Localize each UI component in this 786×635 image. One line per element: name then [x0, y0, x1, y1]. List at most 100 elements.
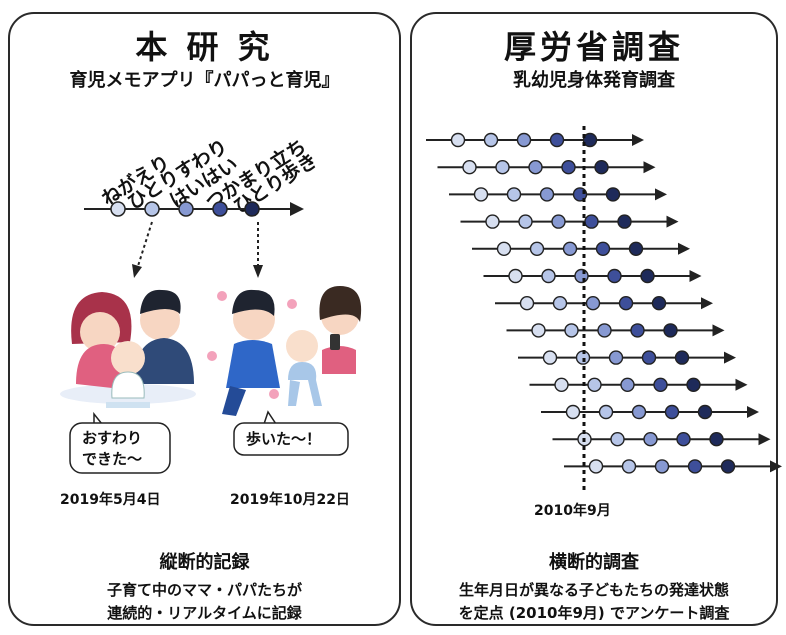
cohort-arrowhead	[689, 270, 702, 282]
cohort-milestone-dot	[594, 159, 609, 175]
cohort-milestone-dot	[450, 132, 466, 148]
cohort-milestone-dot	[643, 432, 658, 447]
cohort-milestone-dot	[564, 323, 579, 338]
cohort-milestone-dot	[473, 187, 489, 202]
cohort-milestone-dot	[608, 350, 624, 365]
milestone-dot-5	[244, 201, 260, 217]
cohort-milestone-dot	[565, 404, 581, 420]
cohort-milestone-dot	[531, 323, 546, 338]
left-method: 縦断的記録	[159, 552, 250, 573]
cohort-arrowhead	[747, 406, 759, 418]
cohort-milestone-dot	[552, 296, 568, 311]
cohort-milestone-dot	[628, 241, 644, 257]
cohort-milestone-dot	[508, 268, 523, 284]
cohort-milestone-dot	[631, 404, 647, 420]
cross-sectional-panel: 厚労省調査 乳幼児身体発育調査 2010年9月 横断的調査 生年月日が異なる子ど…	[410, 12, 782, 626]
date-2: 2019年10月22日	[230, 492, 350, 508]
cohort-milestone-dot	[496, 241, 512, 257]
bubble-2-tail	[262, 410, 278, 425]
cohort-milestone-dot	[607, 268, 622, 284]
dotted-arrow-1	[137, 221, 153, 267]
dotted-arrowhead-2	[253, 265, 263, 278]
right-title: 厚労省調査	[503, 28, 684, 66]
cohort-milestone-dot	[651, 296, 667, 311]
cohort-arrowhead	[758, 433, 771, 446]
cohort-milestone-dot	[687, 459, 703, 474]
family-illustration-2	[207, 286, 362, 416]
cohort-milestone-dot	[630, 323, 645, 338]
cohort-milestone-dot	[519, 296, 535, 311]
cohort-arrowhead	[770, 460, 782, 473]
cohort-arrowhead	[632, 134, 644, 146]
longitudinal-panel: 本 研 究 育児メモアプリ『パパっと育児』 ねがえり ひとりすわり はいはい つ…	[8, 12, 401, 626]
cohort-milestone-dot	[495, 159, 510, 175]
cohort-milestone-dot	[588, 459, 604, 474]
cohort-milestone-dot	[529, 241, 545, 257]
cohort-arrowhead	[735, 378, 748, 391]
reference-date-label: 2010年9月	[534, 503, 611, 519]
milestone-dot-1	[110, 201, 126, 217]
left-title: 本 研 究	[135, 28, 274, 66]
cohort-milestone-dot	[618, 296, 634, 311]
cohort-milestone-dot	[587, 377, 602, 392]
family-illustration-1	[60, 289, 196, 408]
cohort-milestone-dot	[561, 159, 576, 175]
cohort-milestone-dot	[554, 377, 569, 392]
milestone-dot-2	[144, 201, 160, 217]
cohort-milestone-dot	[598, 404, 614, 420]
cohort-milestone-dot	[462, 159, 477, 175]
milestone-dot-3	[178, 201, 194, 217]
cohort-milestone-dot	[664, 404, 680, 420]
right-desc-line-2: を定点 (2010年9月) でアンケート調査	[458, 604, 730, 622]
cohort-milestone-dot	[539, 187, 555, 202]
cohort-milestone-dot	[528, 159, 543, 175]
bubble-2-text: 歩いた～！	[246, 430, 322, 448]
cohort-milestone-dot	[620, 377, 635, 392]
cohort-milestone-dot	[562, 241, 578, 257]
cohort-milestone-dot	[709, 432, 724, 447]
cohort-arrowhead	[678, 242, 690, 255]
cohort-milestone-dot	[617, 214, 632, 229]
cohort-milestone-dot	[483, 132, 499, 148]
cohort-diagram-svg	[426, 126, 782, 492]
cohort-milestone-dot	[641, 350, 657, 365]
left-desc-line-1: 子育て中のママ・パパたちが	[106, 581, 302, 599]
cohort-milestone-dot	[485, 214, 500, 229]
left-desc-line-2: 連続的・リアルタイムに記録	[107, 604, 302, 622]
cohort-milestone-dot	[653, 377, 668, 392]
right-method: 横断的調査	[549, 552, 639, 573]
cohort-milestone-dot	[585, 296, 601, 311]
cohort-arrowhead	[643, 161, 656, 174]
bubble-1	[69, 422, 171, 474]
cohort-milestone-dot	[597, 323, 612, 338]
dotted-arrowhead-1	[132, 264, 142, 278]
cohort-milestone-dot	[595, 241, 611, 257]
cohort-milestone-dot	[686, 377, 701, 392]
cohort-milestone-dot	[676, 432, 691, 447]
cohort-milestone-dot	[605, 187, 621, 202]
cohort-arrowhead	[655, 188, 667, 201]
cohort-milestone-dot	[542, 350, 558, 365]
cohort-milestone-dot	[621, 459, 637, 474]
cohort-milestone-dot	[674, 350, 690, 365]
cohort-milestone-dot	[549, 132, 565, 148]
cohort-arrowhead	[701, 297, 713, 310]
cohort-milestone-dot	[516, 132, 532, 148]
cohort-milestone-dot	[551, 214, 566, 229]
left-diagram-svg	[60, 201, 362, 474]
cohort-milestone-dot	[541, 268, 556, 284]
milestone-dot-4	[212, 201, 228, 217]
left-subtitle: 育児メモアプリ『パパっと育児』	[69, 70, 340, 91]
cohort-milestone-dot	[506, 187, 522, 202]
cohort-milestone-dot	[584, 214, 599, 229]
cohort-milestone-dot	[720, 459, 736, 474]
cohort-arrowhead	[712, 324, 725, 337]
right-desc-line-1: 生年月日が異なる子どもたちの発達状態	[458, 581, 729, 599]
bubble-1-line-2: できた～	[82, 450, 143, 468]
bubble-1-line-1: おすわり	[82, 429, 143, 447]
cohort-milestone-dot	[640, 268, 655, 284]
cohort-milestone-dot	[582, 132, 598, 148]
date-1: 2019年5月4日	[60, 492, 161, 508]
cohort-arrowhead	[666, 215, 679, 228]
right-subtitle: 乳幼児身体発育調査	[513, 70, 675, 91]
